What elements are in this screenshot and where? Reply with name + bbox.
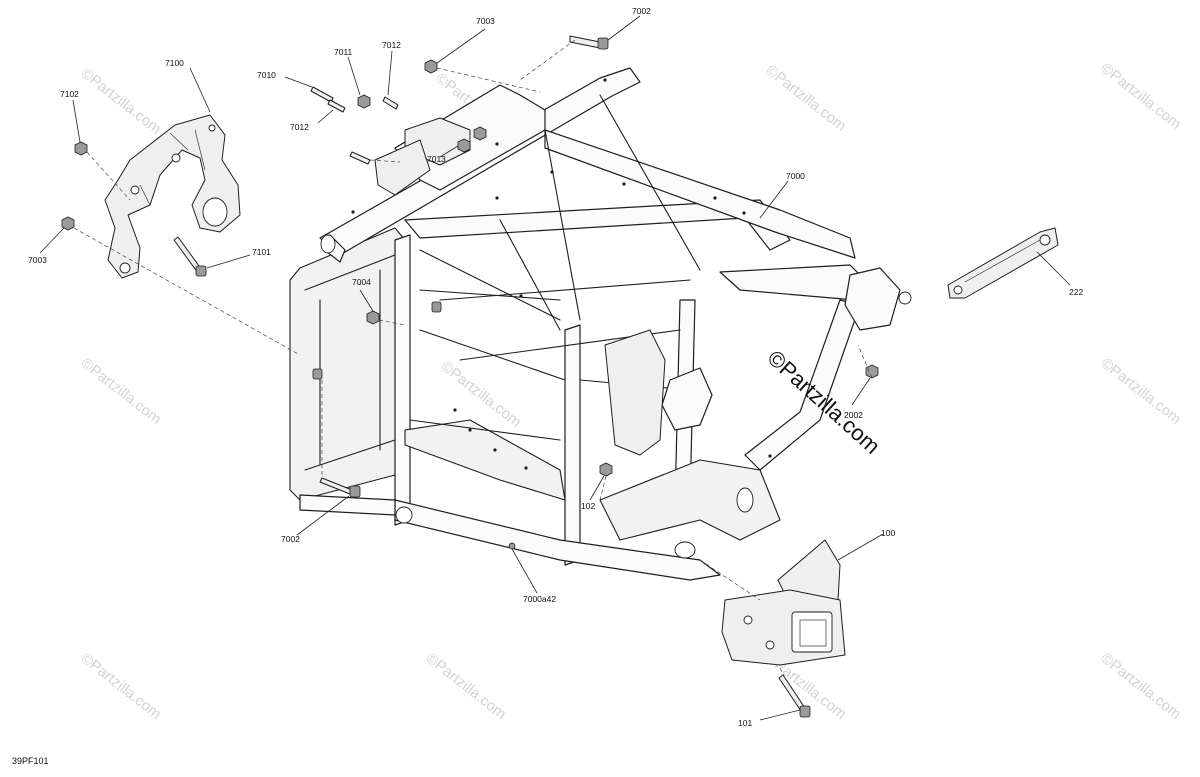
bolt-7002-top bbox=[569, 35, 601, 49]
part-labels: 7003 7002 7100 7011 7012 7010 7102 7012 … bbox=[28, 6, 1083, 728]
bolt-7101-head bbox=[195, 265, 207, 277]
nut-7003-top bbox=[424, 59, 438, 74]
frame-cross-braces bbox=[409, 249, 691, 441]
bracket-7100-body bbox=[104, 114, 241, 279]
label-7101: 7101 bbox=[252, 247, 271, 257]
frame-front-upper bbox=[544, 129, 856, 259]
bolt-frame bbox=[349, 151, 371, 165]
frame-roof-tube-left bbox=[404, 199, 791, 251]
frame-lower-rail bbox=[394, 499, 721, 581]
label-7011: 7011 bbox=[334, 47, 353, 57]
label-7003-left: 7003 bbox=[28, 255, 47, 265]
nut-7013 bbox=[473, 126, 487, 141]
label-7010: 7010 bbox=[257, 70, 276, 80]
frame-rear-left-panel bbox=[289, 227, 406, 501]
label-7013: 7013 bbox=[427, 154, 446, 164]
rail-222-hole bbox=[953, 285, 963, 295]
nut-7011 bbox=[357, 94, 371, 109]
hitch-100-receiver-inner bbox=[799, 619, 827, 647]
bolt-7004 bbox=[366, 310, 380, 325]
rivet-7000a42 bbox=[508, 542, 516, 550]
nut-2002 bbox=[865, 364, 879, 379]
leader-lines bbox=[39, 15, 1071, 721]
hitch-100-receiver bbox=[791, 611, 833, 653]
bolt-frame-head bbox=[312, 368, 323, 380]
frame-upper-bracket bbox=[374, 139, 431, 196]
hitch-100 bbox=[721, 539, 846, 666]
hitch-100-hole bbox=[765, 640, 775, 650]
watermark: ©Partzilla.com bbox=[763, 62, 850, 135]
frame-diagonal-braces bbox=[499, 94, 701, 331]
frame-pillar-mid bbox=[564, 324, 581, 566]
label-101: 101 bbox=[738, 718, 752, 728]
frame-pillar-left bbox=[394, 234, 411, 526]
watermark: ©Partzilla.com bbox=[78, 65, 165, 138]
watermark: ©Partzilla.com bbox=[1098, 650, 1185, 723]
bolt-7002-bottom-head bbox=[349, 485, 361, 498]
label-100: 100 bbox=[881, 528, 895, 538]
fasteners bbox=[61, 35, 879, 718]
rail-222-hole bbox=[1039, 234, 1051, 246]
frame-lower-rear-rail bbox=[299, 494, 396, 516]
label-7002-bottom: 7002 bbox=[281, 534, 300, 544]
rail-222 bbox=[947, 227, 1059, 299]
label-7102: 7102 bbox=[60, 89, 79, 99]
frame-front-knuckle bbox=[844, 267, 901, 331]
bracket-7100-hole bbox=[208, 124, 216, 132]
watermark: ©Partzilla.com bbox=[1098, 355, 1185, 428]
frame-front-knuckle bbox=[661, 367, 713, 431]
watermark: ©Partzilla.com bbox=[1098, 60, 1185, 133]
nut-7003-left bbox=[61, 216, 75, 231]
bolt-101-head bbox=[799, 705, 811, 718]
label-7000a42: 7000a42 bbox=[523, 594, 556, 604]
label-7100: 7100 bbox=[165, 58, 184, 68]
frame-mount-hole bbox=[736, 487, 754, 513]
bracket-7100-hole bbox=[171, 153, 181, 163]
nut-7102 bbox=[74, 141, 88, 156]
label-7012-top: 7012 bbox=[382, 40, 401, 50]
frame-lower-front bbox=[599, 459, 781, 541]
main-frame bbox=[289, 67, 912, 581]
label-222: 222 bbox=[1069, 287, 1083, 297]
assembly-lines bbox=[73, 39, 873, 679]
bolt-7002-top-head bbox=[597, 37, 609, 50]
frame-bracket bbox=[604, 329, 666, 456]
label-2002: 2002 bbox=[844, 410, 863, 420]
label-7000: 7000 bbox=[786, 171, 805, 181]
bolt-7012-top bbox=[382, 96, 399, 110]
bracket-7100-hole bbox=[202, 197, 228, 227]
frame-mount-hole bbox=[674, 541, 696, 559]
bolt-frame-head bbox=[431, 301, 442, 313]
frame-mount-hole bbox=[898, 291, 912, 305]
label-7003-top: 7003 bbox=[476, 16, 495, 26]
label-7004: 7004 bbox=[352, 277, 371, 287]
nut-102 bbox=[599, 462, 613, 477]
watermark: ©Partzilla.com bbox=[423, 650, 510, 723]
label-7002-top: 7002 bbox=[632, 6, 651, 16]
figure-code: 39PF101 bbox=[12, 756, 49, 766]
bracket-7100-hole bbox=[119, 262, 131, 274]
frame-rear-inner bbox=[304, 254, 396, 471]
watermark: ©Partzilla.com bbox=[78, 355, 165, 428]
rail-222-edge bbox=[964, 239, 1041, 283]
frame-floor-pan bbox=[404, 419, 566, 501]
watermark: ©Partzilla.com bbox=[78, 650, 165, 723]
nut-7013 bbox=[457, 138, 471, 153]
bracket-7100 bbox=[104, 114, 241, 279]
label-7012-mid: 7012 bbox=[290, 122, 309, 132]
frame-mount-hole bbox=[320, 234, 336, 254]
label-102: 102 bbox=[581, 501, 595, 511]
watermark: ©Partzilla.com bbox=[438, 358, 525, 431]
bolt-7012-mid bbox=[327, 99, 346, 113]
bracket-7100-edge bbox=[139, 129, 206, 206]
bracket-7100-hole bbox=[130, 185, 140, 195]
frame-rivet-dots bbox=[351, 78, 772, 470]
hitch-100-hole bbox=[743, 615, 753, 625]
frame-mount-hole bbox=[395, 506, 413, 524]
